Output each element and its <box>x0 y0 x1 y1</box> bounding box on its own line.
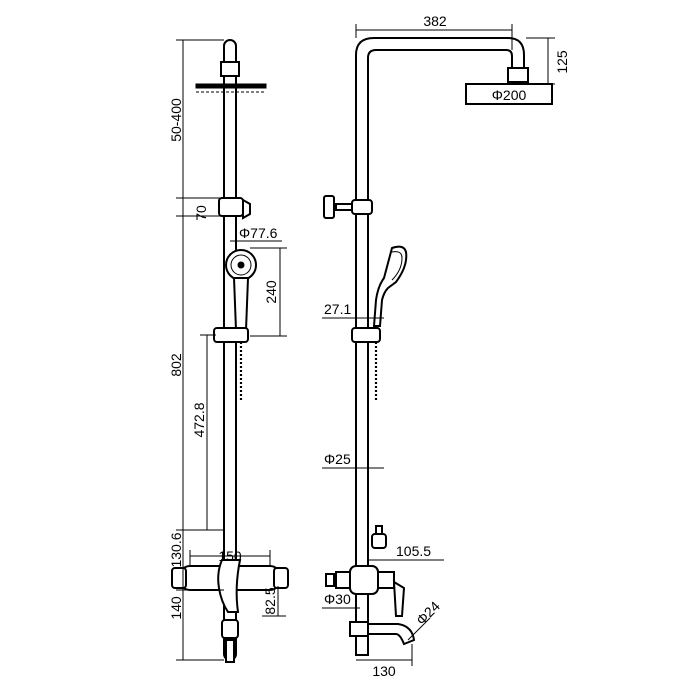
front-tub-outlet <box>225 639 235 663</box>
side-main-pipe <box>355 37 525 656</box>
label-handset-diameter: Φ77.6 <box>239 225 278 241</box>
side-diverter-top <box>375 525 383 535</box>
front-upper-holder <box>218 197 244 217</box>
side-tub-spout <box>367 623 416 646</box>
label-mixer-height: 130.6 <box>168 532 184 567</box>
label-spout-reach: 130 <box>372 663 396 679</box>
label-head-diameter: Φ200 <box>492 87 527 103</box>
front-handset-face <box>230 254 252 276</box>
front-mixer-right-cap <box>273 567 289 589</box>
label-handle-diameter: Φ30 <box>324 591 351 607</box>
side-handset <box>372 245 408 327</box>
label-handset-length: 240 <box>263 280 279 304</box>
label-spout-diameter: Φ24 <box>413 598 443 628</box>
side-view: 382 125 Φ200 27.1 Φ25 105.5 Φ30 Φ24 130 <box>322 13 570 679</box>
label-holder-travel: 472.8 <box>191 402 207 437</box>
label-inner-tube: Φ25 <box>324 451 351 467</box>
label-spout-drop: 82.5 <box>262 587 278 614</box>
front-upper-holder-knob <box>242 198 251 220</box>
label-outlet-projection: 105.5 <box>396 543 431 559</box>
side-mixer-handle <box>392 580 406 617</box>
label-pipe-od: 27.1 <box>324 301 351 317</box>
side-shower-head <box>465 83 553 105</box>
side-mixer-knob <box>335 571 351 589</box>
side-upper-knob <box>323 195 335 219</box>
side-slide-holder <box>351 327 381 343</box>
front-top-connector <box>220 61 240 77</box>
front-slide-holder <box>213 327 249 343</box>
side-diverter <box>371 533 387 549</box>
side-spout-joint <box>349 621 369 637</box>
label-mixer-width: 150 <box>218 548 242 564</box>
front-tub-spout <box>221 619 239 639</box>
side-mixer-knob-end <box>325 573 335 587</box>
front-handset-center <box>237 261 245 269</box>
front-view: 50-400 70 Φ77.6 240 802 472.8 130.6 150 … <box>168 39 289 663</box>
side-mixer-body <box>349 565 379 595</box>
label-lower-height: 140 <box>168 596 184 620</box>
label-rod-adjust: 50-400 <box>168 98 184 142</box>
side-upper-knob-stem <box>335 203 353 211</box>
front-shower-head <box>195 83 267 89</box>
side-head-connector <box>507 67 529 83</box>
label-holder-spacing: 70 <box>193 205 209 221</box>
front-mixer-left-cap <box>171 567 187 589</box>
side-upper-holder <box>351 199 373 215</box>
label-head-drop: 125 <box>554 50 570 74</box>
label-arm-reach: 382 <box>423 13 447 29</box>
front-mixer-handle <box>217 559 242 613</box>
side-mixer-outlet <box>377 571 395 589</box>
front-handset-handle <box>232 277 250 331</box>
label-slide-length: 802 <box>168 353 184 377</box>
